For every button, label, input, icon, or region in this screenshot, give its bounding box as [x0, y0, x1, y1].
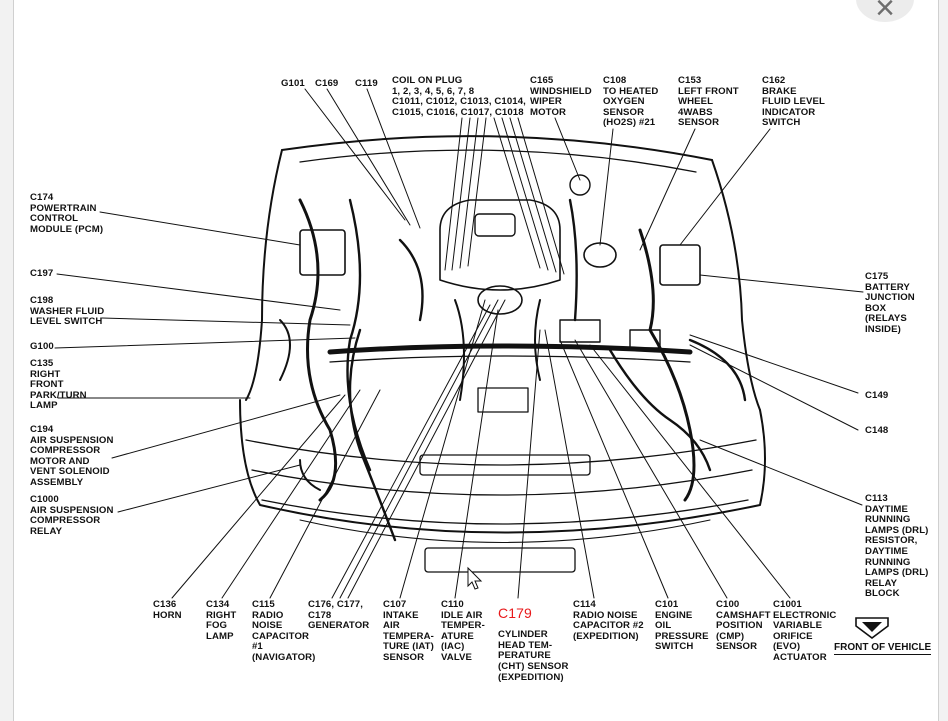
label-c169: C169: [315, 78, 339, 89]
close-icon: ×: [875, 0, 895, 27]
label-c113: C113 DAYTIME RUNNING LAMPS (DRL) RESISTO…: [865, 493, 929, 600]
label-c114: C114 RADIO NOISE CAPACITOR #2 (EXPEDITIO…: [573, 599, 644, 642]
throttle-body: [477, 285, 523, 315]
label-c1001: C1001 ELECTRONIC VARIABLE ORIFICE (EVO) …: [773, 599, 837, 663]
label-c174: C174 POWERTRAIN CONTROL MODULE (PCM): [30, 192, 104, 235]
label-c107: C107 INTAKE AIR TEMPERA- TURE (IAT) SENS…: [383, 599, 434, 663]
mouse-cursor-icon: [467, 566, 483, 590]
label-c198: C198 WASHER FLUID LEVEL SWITCH: [30, 295, 105, 328]
cowl-outline: [281, 135, 713, 161]
label-c1000: C1000 AIR SUSPENSION COMPRESSOR RELAY: [30, 494, 114, 537]
label-c101: C101 ENGINE OIL PRESSURE SWITCH: [655, 599, 709, 653]
label-c115: C115 RADIO NOISE CAPACITOR #1 (NAVIGATOR…: [252, 599, 316, 663]
label-c134: C134 RIGHT FOG LAMP: [206, 599, 237, 642]
brake-fluid-reservoir: [583, 242, 617, 268]
label-c149: C149: [865, 390, 889, 401]
label-c194: C194 AIR SUSPENSION COMPRESSOR MOTOR AND…: [30, 424, 114, 488]
grille-outline: [419, 454, 591, 476]
close-button[interactable]: ×: [856, 0, 914, 27]
label-c136: C136 HORN: [153, 599, 182, 621]
label-c165: C165 WINDSHIELD WIPER MOTOR: [530, 75, 592, 118]
label-g101: G101: [281, 78, 305, 89]
label-c175: C175 BATTERY JUNCTION BOX (RELAYS INSIDE…: [865, 271, 915, 335]
right-side-harness: [298, 198, 338, 502]
label-c110: C110 IDLE AIR TEMPER- ATURE (IAC) VALVE: [441, 599, 485, 663]
front-of-vehicle-arrow-icon: [855, 617, 889, 639]
right-fender-outline: [245, 149, 283, 401]
label-c179-text: CYLINDER HEAD TEM- PERATURE (CHT) SENSOR…: [498, 629, 569, 683]
label-c197: C197: [30, 268, 54, 279]
window-left-border: [0, 0, 14, 721]
label-coil-on-plug: COIL ON PLUG 1, 2, 3, 4, 5, 6, 7, 8 C101…: [392, 75, 526, 118]
label-c176: C176, C177, C178 GENERATOR: [308, 599, 370, 632]
label-front-of-vehicle: FRONT OF VEHICLE: [834, 642, 932, 655]
label-c179-code: C179: [498, 604, 532, 621]
label-c108: C108 TO HEATED OXYGEN SENSOR (HO2S) #21: [603, 75, 659, 129]
label-c153: C153 LEFT FRONT WHEEL 4WABS SENSOR: [678, 75, 739, 129]
label-c179: C179 CYLINDER HEAD TEM- PERATURE (CHT) S…: [498, 595, 569, 683]
label-g100: G100: [30, 341, 54, 352]
label-c100: C100 CAMSHAFT POSITION (CMP) SENSOR: [716, 599, 771, 653]
label-c119: C119: [355, 78, 378, 89]
label-c162: C162 BRAKE FLUID LEVEL INDICATOR SWITCH: [762, 75, 825, 129]
battery-junction-box: [659, 244, 701, 286]
pcm-module: [299, 229, 346, 276]
left-fender-outline: [711, 159, 761, 411]
window-right-border: [938, 0, 948, 721]
left-side-harness: [638, 228, 696, 502]
label-c135: C135 RIGHT FRONT PARK/TURN LAMP: [30, 358, 87, 412]
radiator-support: [327, 343, 693, 355]
label-c148: C148: [865, 425, 889, 436]
